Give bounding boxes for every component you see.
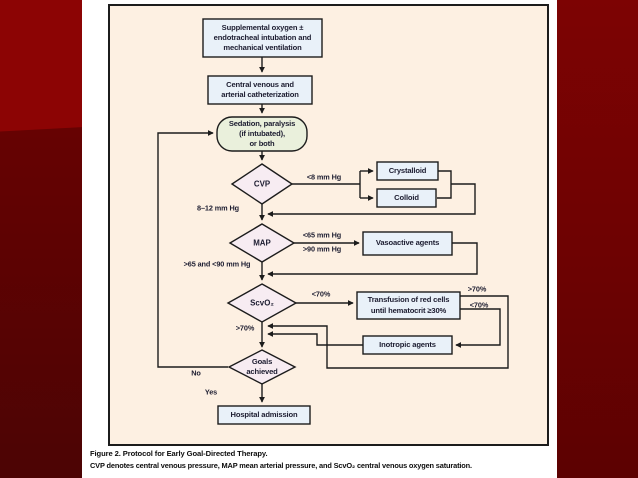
label-map-high: >90 mm Hg xyxy=(302,244,342,254)
edge-fluid-bracket xyxy=(437,170,452,199)
label-map-target: >65 and <90 mm Hg xyxy=(183,259,251,269)
label-no: No xyxy=(191,368,201,378)
goals-diamond-shape xyxy=(227,349,297,385)
node-cvp: CVP xyxy=(253,179,271,189)
node-scvo2: ScvO₂ xyxy=(250,298,274,308)
figure-caption: Figure 2. Protocol for Early Goal-Direct… xyxy=(90,449,552,470)
node-supplemental-oxygen: Supplemental oxygen ± endotracheal intub… xyxy=(213,22,312,52)
slide-left-gradient-shade xyxy=(0,127,82,478)
cvp-diamond-shape xyxy=(230,163,294,205)
label-scvo2-low: <70% xyxy=(311,289,331,299)
crystalloid-box-shape xyxy=(376,161,439,181)
label-transfusion-low: <70% xyxy=(469,300,489,310)
colloid-box-shape xyxy=(376,188,437,208)
sedation-box-shape xyxy=(216,116,308,152)
edge-vasoactive-return xyxy=(267,242,478,277)
node-transfusion: Transfusion of red cells until hematocri… xyxy=(367,295,450,315)
node-map: MAP xyxy=(253,238,271,248)
label-transfusion-high: >70% xyxy=(467,284,487,294)
node-vasoactive-agents: Vasoactive agents xyxy=(375,238,440,248)
flowchart-panel: Supplemental oxygen ± endotracheal intub… xyxy=(108,4,549,446)
node-goals-achieved: Goals achieved xyxy=(246,356,278,376)
hospital-box-shape xyxy=(217,405,311,425)
edge-transfusion-high-return xyxy=(267,295,509,369)
label-cvp-low: <8 mm Hg xyxy=(306,172,342,182)
vasoactive-box-shape xyxy=(362,231,453,256)
oxygen-box-shape xyxy=(202,18,323,58)
label-yes: Yes xyxy=(204,387,218,397)
node-sedation: Sedation, paralysis (if intubated), or b… xyxy=(228,118,296,148)
map-diamond-shape xyxy=(228,223,296,263)
label-cvp-target: 8–12 mm Hg xyxy=(197,203,239,213)
label-scvo2-target: >70% xyxy=(235,323,255,333)
label-map-low: <65 mm Hg xyxy=(302,230,342,240)
edge-inotropic-return xyxy=(267,331,363,346)
caption-title: Figure 2. Protocol for Early Goal-Direct… xyxy=(90,449,268,458)
transfusion-box-shape xyxy=(356,291,461,320)
inotropic-box-shape xyxy=(362,335,453,355)
scvo2-diamond-shape xyxy=(226,283,298,323)
edge-no-loop xyxy=(157,130,228,368)
flowchart-lines xyxy=(157,18,509,425)
figure-image: Supplemental oxygen ± endotracheal intub… xyxy=(82,0,557,478)
slide-left-gradient-bar xyxy=(0,0,82,478)
edge-transfusion-low-to-inotropic xyxy=(455,308,501,348)
edge-fluid-return xyxy=(267,183,476,217)
node-hospital-admission: Hospital admission xyxy=(230,409,298,419)
node-catheterization: Central venous and arterial catheterizat… xyxy=(221,79,299,99)
caption-abbreviations: CVP denotes central venous pressure, MAP… xyxy=(90,461,472,470)
slide-right-gradient-bar xyxy=(557,0,638,478)
node-crystalloid: Crystalloid xyxy=(388,165,427,175)
node-colloid: Colloid xyxy=(394,192,419,202)
node-inotropic-agents: Inotropic agents xyxy=(379,339,436,349)
catheter-box-shape xyxy=(207,75,313,105)
